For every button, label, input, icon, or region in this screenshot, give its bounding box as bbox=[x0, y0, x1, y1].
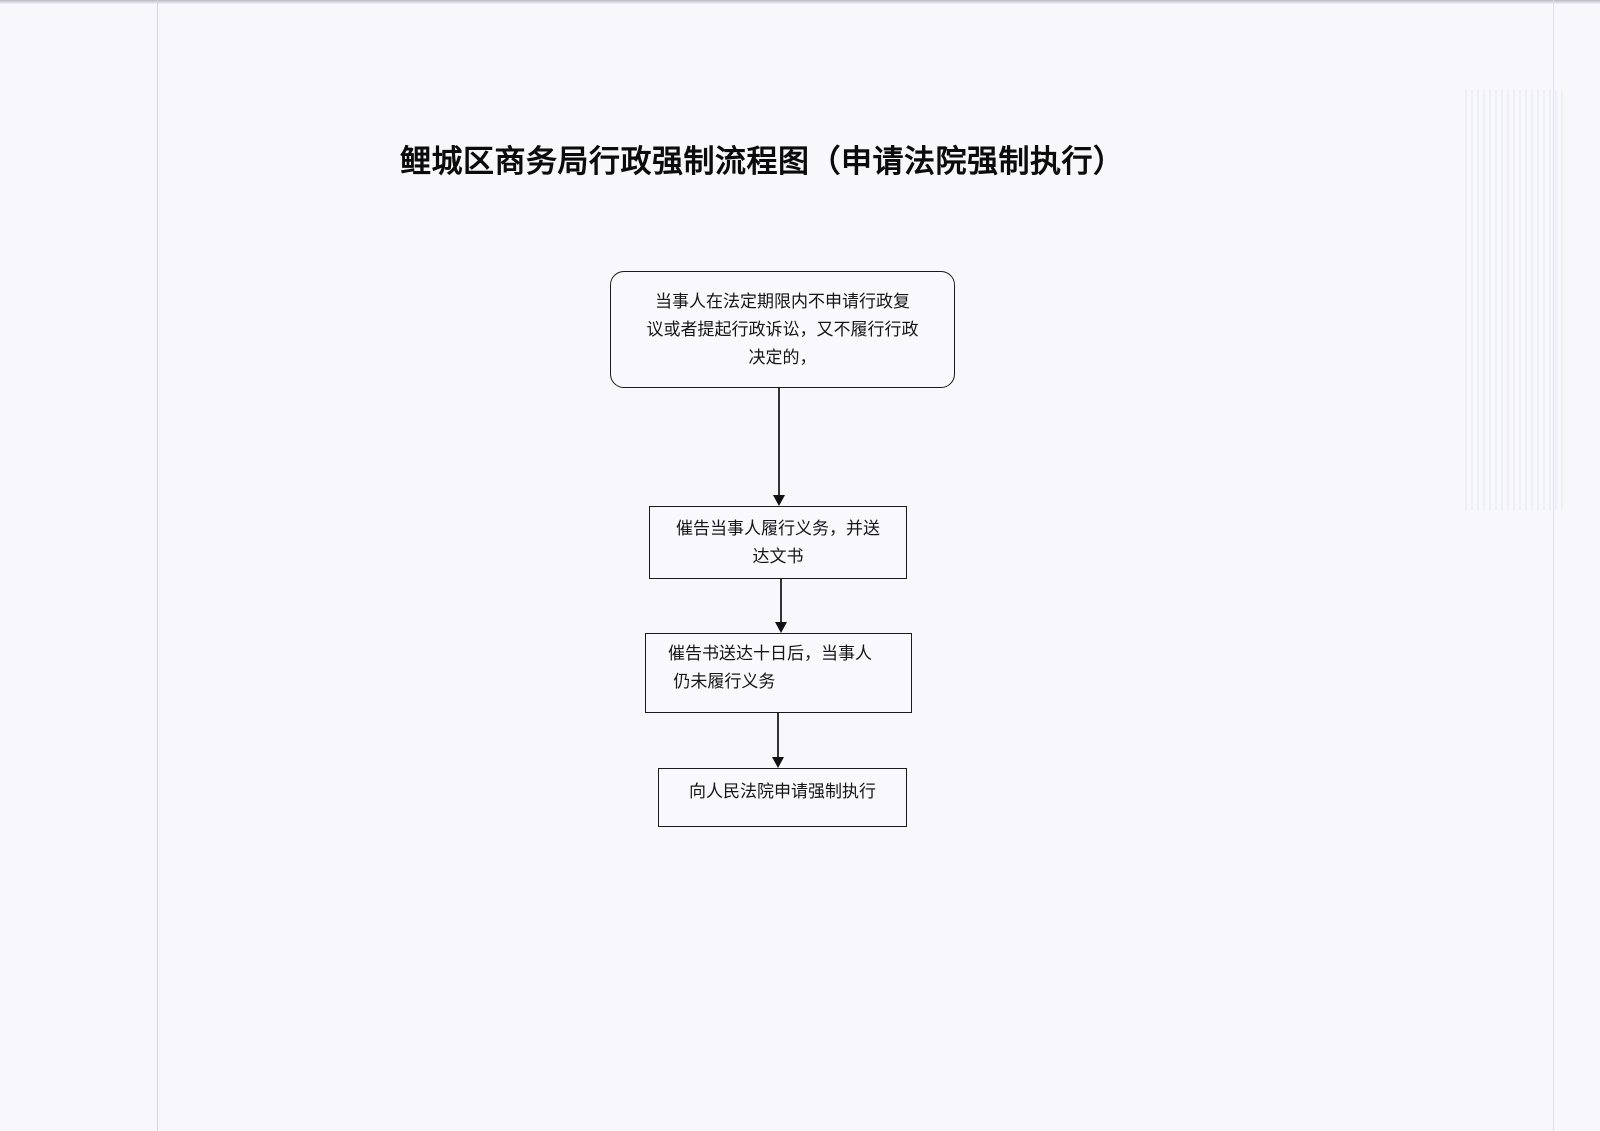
flow-node-text: 当事人在法定期限内不申请行政复 议或者提起行政诉讼，又不履行行政 决定的， bbox=[647, 288, 919, 372]
flow-node-text: 向人民法院申请强制执行 bbox=[689, 778, 876, 806]
arrow-down-icon bbox=[774, 622, 787, 633]
scan-top-edge bbox=[0, 0, 1600, 4]
connector-line bbox=[780, 579, 782, 622]
arrow-down-icon bbox=[771, 757, 784, 768]
flow-node-deadline: 催告书送达十日后，当事人 仍未履行义务 bbox=[645, 633, 912, 713]
flow-node-text: 催告书送达十日后，当事人 仍未履行义务 bbox=[668, 640, 872, 696]
node-text-line: 议或者提起行政诉讼，又不履行行政 bbox=[646, 319, 919, 340]
scan-noise-artifact bbox=[1465, 90, 1565, 510]
node-text-line: 仍未履行义务 bbox=[668, 672, 776, 692]
node-text-line: 决定的， bbox=[748, 347, 817, 368]
right-margin-line bbox=[1553, 0, 1554, 1131]
page-title: 鲤城区商务局行政强制流程图（申请法院强制执行） bbox=[400, 144, 1125, 180]
flow-node-start: 当事人在法定期限内不申请行政复 议或者提起行政诉讼，又不履行行政 决定的， bbox=[610, 271, 955, 388]
node-text-line: 当事人在法定期限内不申请行政复 bbox=[655, 291, 910, 312]
flow-node-notice: 催告当事人履行义务，并送 达文书 bbox=[649, 506, 907, 579]
node-text-line: 催告当事人履行义务，并送 bbox=[676, 518, 880, 539]
node-text-line: 达文书 bbox=[752, 546, 804, 567]
arrow-down-icon bbox=[772, 495, 785, 506]
flow-node-court-application: 向人民法院申请强制执行 bbox=[658, 768, 907, 827]
flow-node-text: 催告当事人履行义务，并送 达文书 bbox=[676, 515, 880, 571]
node-text-line: 向人民法院申请强制执行 bbox=[689, 781, 876, 802]
connector-line bbox=[778, 388, 780, 495]
node-text-line: 催告书送达十日后，当事人 bbox=[668, 644, 872, 664]
connector-line bbox=[777, 713, 779, 757]
left-margin-line bbox=[157, 0, 158, 1131]
